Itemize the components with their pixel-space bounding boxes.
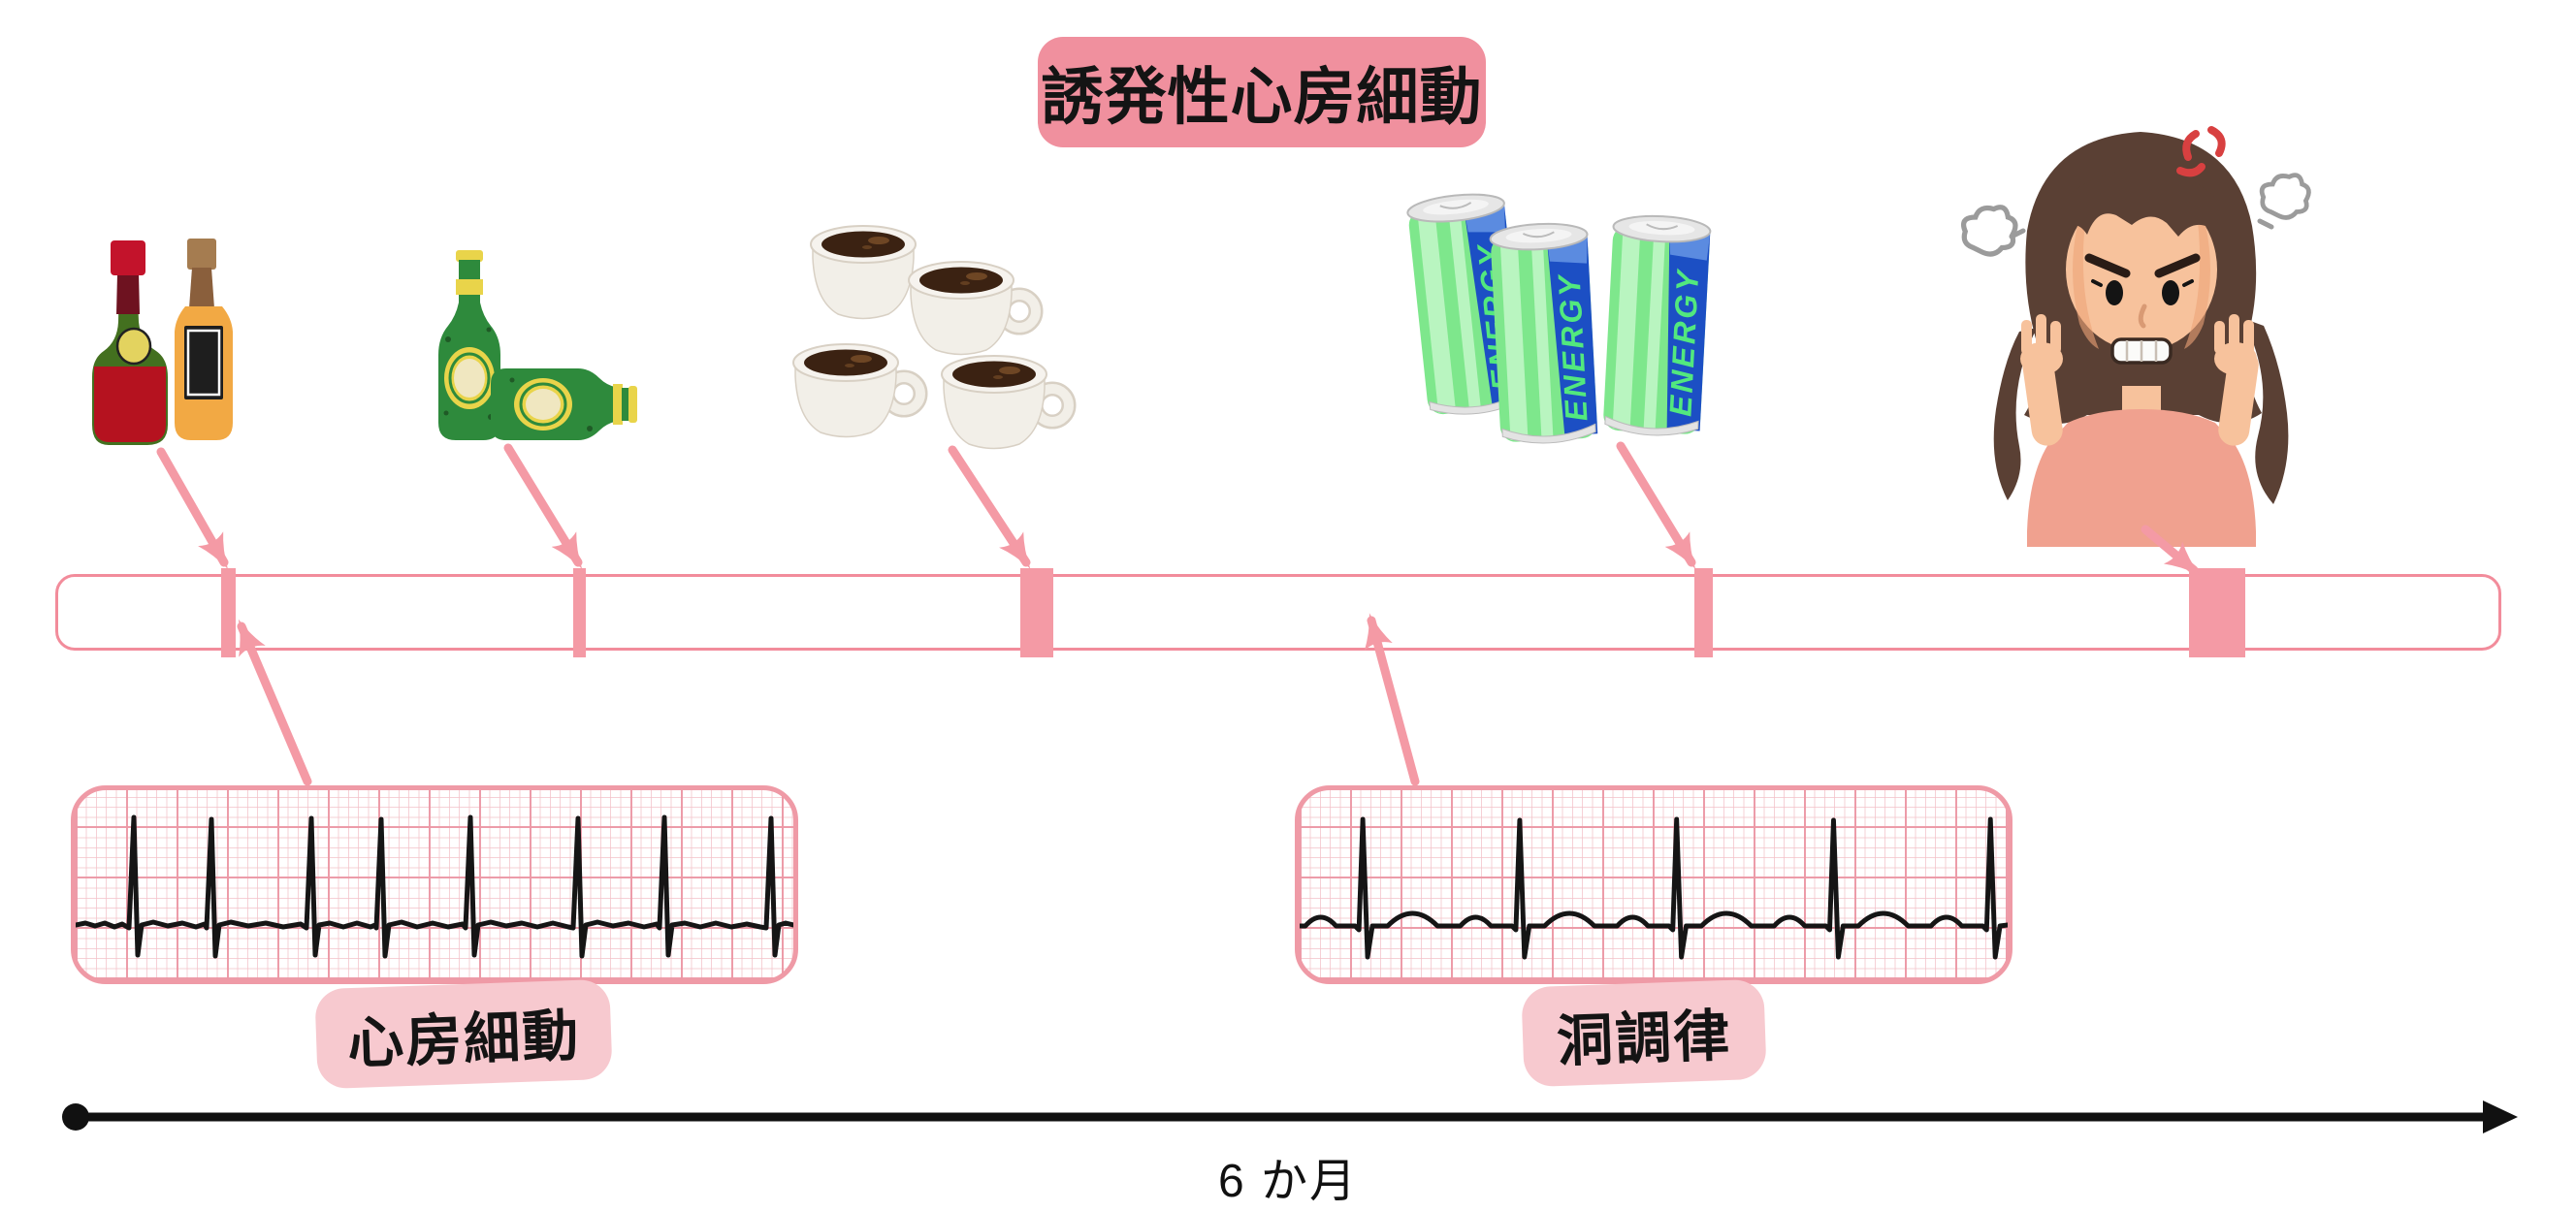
ecg-trace-sinus bbox=[1300, 816, 2008, 960]
sinus-label-badge: 洞調律 bbox=[1521, 978, 1767, 1088]
anger-mark-icon bbox=[2176, 126, 2226, 177]
energy-drink-cans-icon: ENERGY ENERGY ENERGY bbox=[1405, 189, 1713, 447]
timeline-bar bbox=[55, 574, 2501, 651]
energy-can: ENERGY bbox=[1488, 220, 1599, 447]
energy-can-label: ENERGY bbox=[1552, 271, 1594, 422]
energy-can-label: ENERGY bbox=[1662, 268, 1705, 418]
title-badge: 誘発性心房細動 bbox=[1038, 37, 1486, 147]
arrow-beer bbox=[503, 443, 583, 569]
timeline-marker-energy bbox=[1694, 568, 1713, 657]
ecg-trace-afib bbox=[76, 814, 793, 959]
angry-woman-icon bbox=[1951, 126, 2330, 547]
timeline-marker-alcohol bbox=[221, 568, 236, 657]
axis-start-dot bbox=[62, 1103, 89, 1131]
ecg-strip-sinus bbox=[1295, 785, 2012, 984]
afib-label-text: 心房細動 bbox=[346, 1004, 582, 1075]
axis-end-arrowhead bbox=[2483, 1100, 2518, 1133]
afib-label-badge: 心房細動 bbox=[314, 978, 613, 1090]
time-axis bbox=[62, 1100, 2518, 1133]
title-text: 誘発性心房細動 bbox=[1041, 62, 1483, 132]
timeline-marker-beer bbox=[573, 568, 586, 657]
timeline-marker-stress bbox=[2189, 568, 2245, 657]
beer-bottles-icon bbox=[438, 250, 637, 440]
ecg-strip-afib bbox=[71, 785, 798, 984]
coffee-cups-icon bbox=[792, 225, 1079, 450]
timeline-marker-coffee bbox=[1020, 568, 1053, 657]
sinus-label-text: 洞調律 bbox=[1556, 1004, 1733, 1073]
arrow-alcohol bbox=[156, 447, 229, 569]
axis-label: 6 か月 bbox=[1217, 1156, 1359, 1207]
energy-can: ENERGY bbox=[1601, 212, 1713, 439]
liquor-bottles-icon bbox=[92, 239, 233, 445]
arrow-coffee bbox=[948, 445, 1031, 569]
